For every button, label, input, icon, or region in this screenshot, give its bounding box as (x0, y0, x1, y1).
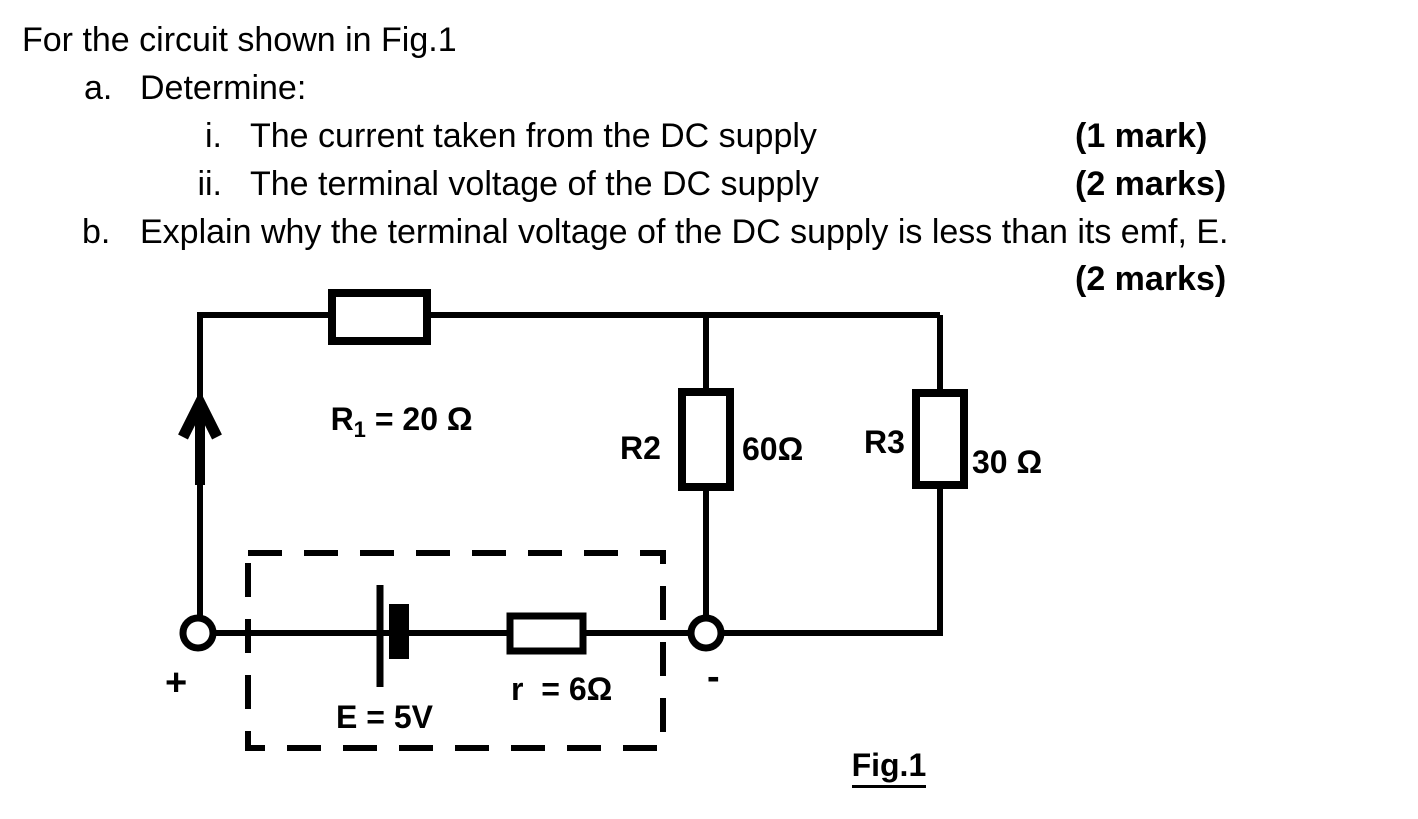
r2-value: 60Ω (742, 431, 804, 467)
intro-line: For the circuit shown in Fig.1 (22, 21, 457, 59)
item-ii-marker: ii. (197, 165, 222, 203)
negative-terminal-label: - (707, 656, 720, 698)
internal-resistance-box (506, 612, 587, 655)
figure-caption-wrap: Fig.1 (816, 711, 927, 819)
r1-name: R (330, 401, 354, 437)
resistor-r2-box (678, 388, 734, 491)
resistor-r1-box (328, 289, 431, 345)
r3-value: 30 Ω (972, 444, 1043, 480)
negative-terminal-node (687, 614, 725, 652)
item-i-marker: i. (205, 117, 222, 155)
r1-value: = 20 Ω (365, 401, 473, 437)
r1-subscript: 1 (353, 417, 366, 442)
figure-caption: Fig.1 (851, 747, 927, 788)
part-b-text: Explain why the terminal voltage of the … (140, 213, 1229, 251)
emf-label: E = 5V (336, 699, 433, 735)
circuit-diagram (178, 289, 968, 751)
r3-label: R3 (864, 424, 905, 460)
part-a-marker: a. (84, 69, 113, 107)
item-i-marks: (1 mark) (1075, 117, 1208, 155)
current-arrow-head-icon (178, 390, 222, 440)
positive-terminal-node (179, 614, 217, 652)
positive-terminal-label: + (165, 662, 188, 704)
item-ii-marks: (2 marks) (1075, 165, 1227, 203)
part-b-marks: (2 marks) (1075, 260, 1227, 298)
internal-resistance-label: r = 6Ω (511, 671, 613, 707)
r1-label: R1 = 20 Ω (295, 365, 473, 477)
item-ii-text: The terminal voltage of the DC supply (250, 165, 819, 203)
dc-supply-dashed-box (245, 550, 666, 751)
resistor-r3-box (912, 389, 968, 489)
r2-label: R2 (620, 430, 661, 466)
question-page: For the circuit shown in Fig.1 a. Determ… (22, 21, 1229, 788)
part-b-marker: b. (82, 213, 111, 251)
part-a-text: Determine: (140, 69, 307, 107)
battery-short-plate-icon (389, 604, 409, 659)
item-i-text: The current taken from the DC supply (250, 117, 817, 155)
